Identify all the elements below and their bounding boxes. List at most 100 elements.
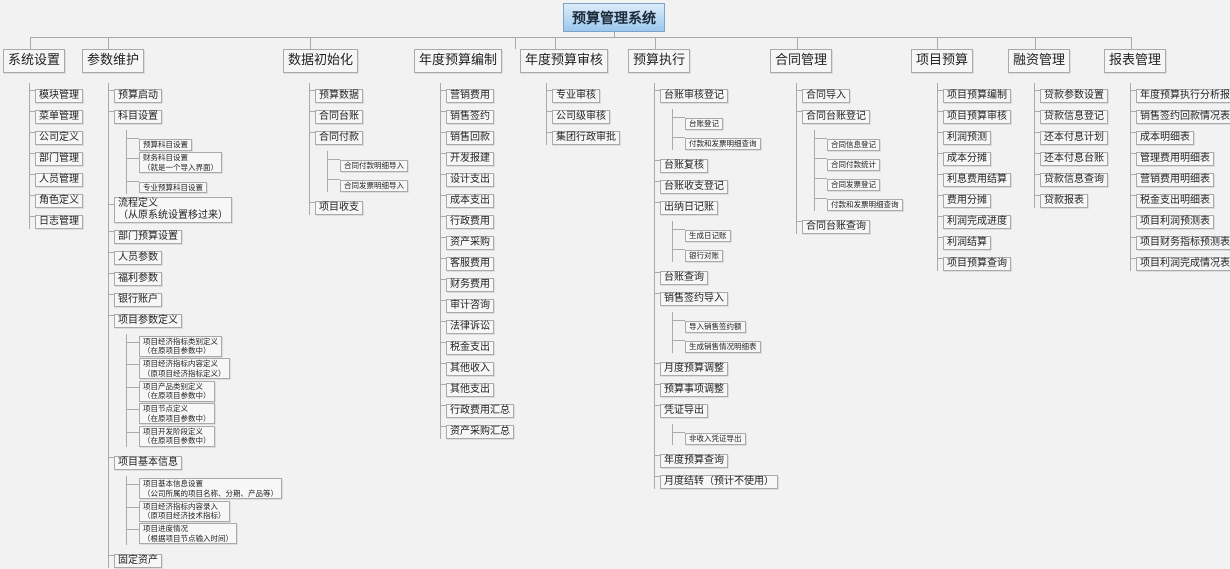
branch-header[interactable]: 系统设置 [3, 49, 66, 73]
topic-node[interactable]: 人员参数 [114, 250, 162, 265]
topic-node[interactable]: 财务费用 [446, 278, 494, 292]
subtopic-node[interactable]: 导入销售签约额 [685, 321, 746, 333]
topic-node[interactable]: 预算数据 [315, 89, 363, 103]
topic-node[interactable]: 贷款参数设置 [1040, 89, 1108, 103]
subtopic-node[interactable]: 银行对账 [685, 250, 723, 262]
topic-node[interactable]: 利润结算 [943, 236, 991, 250]
topic-node[interactable]: 固定资产 [114, 553, 162, 568]
topic-node[interactable]: 台账查询 [660, 271, 708, 285]
topic-node[interactable]: 年度预算执行分析报表 [1136, 89, 1230, 103]
subtopic-node[interactable]: 合同付款统计 [827, 159, 880, 171]
topic-node[interactable]: 月度预算调整 [660, 362, 728, 376]
topic-node[interactable]: 销售签约 [446, 110, 494, 124]
topic-node[interactable]: 营销费用 [446, 89, 494, 103]
topic-node[interactable]: 部门管理 [35, 152, 83, 166]
subtopic-node[interactable]: 生成日记账 [685, 230, 731, 242]
subtopic-node[interactable]: 项目进度情况 （根据项目节点输入时间） [139, 523, 237, 544]
subtopic-node[interactable]: 项目节点定义 （在原项目参数中） [139, 403, 215, 424]
subtopic-node[interactable]: 付款和发票明细查询 [827, 199, 903, 211]
root-topic[interactable]: 预算管理系统 [563, 3, 665, 32]
topic-node[interactable]: 还本付息台账 [1040, 152, 1108, 166]
subtopic-node[interactable]: 项目经济指标内容录入 （原项目经济技术指标） [139, 500, 230, 522]
topic-node[interactable]: 贷款信息查询 [1040, 173, 1108, 187]
topic-node[interactable]: 客服费用 [446, 257, 494, 271]
topic-node[interactable]: 公司定义 [35, 131, 83, 145]
topic-node[interactable]: 其他支出 [446, 383, 494, 397]
topic-node[interactable]: 菜单管理 [35, 110, 83, 124]
topic-node[interactable]: 流程定义 （从原系统设置移过来） [114, 196, 232, 223]
topic-node[interactable]: 台账复核 [660, 159, 708, 173]
subtopic-node[interactable]: 项目产品类别定义 （在原项目参数中） [139, 380, 215, 402]
subtopic-node[interactable]: 付款和发票明细查询 [685, 138, 761, 150]
subtopic-node[interactable]: 项目经济指标类别定义 （在原项目参数中） [139, 335, 222, 357]
topic-node[interactable]: 日志管理 [35, 215, 83, 229]
topic-node[interactable]: 部门预算设置 [114, 229, 182, 244]
topic-node[interactable]: 利息费用结算 [943, 173, 1011, 187]
topic-node[interactable]: 台账收支登记 [660, 180, 728, 194]
topic-node[interactable]: 成本分摊 [943, 152, 991, 166]
topic-node[interactable]: 合同台账登记 [802, 110, 870, 124]
topic-node[interactable]: 项目基本信息 [114, 456, 182, 470]
topic-node[interactable]: 审计咨询 [446, 299, 494, 313]
topic-node[interactable]: 行政费用 [446, 215, 494, 229]
topic-node[interactable]: 项目财务指标预测表 [1136, 236, 1230, 250]
topic-node[interactable]: 行政费用汇总 [446, 404, 514, 418]
topic-node[interactable]: 开发报建 [446, 152, 494, 166]
branch-header[interactable]: 合同管理 [770, 49, 833, 73]
topic-node[interactable]: 利润预测 [943, 131, 991, 145]
topic-node[interactable]: 项目收支 [315, 201, 363, 215]
branch-header[interactable]: 年度预算编制 [414, 49, 503, 73]
subtopic-node[interactable]: 生成销售情况明细表 [685, 341, 761, 353]
topic-node[interactable]: 成本支出 [446, 194, 494, 208]
topic-node[interactable]: 税金支出明细表 [1136, 194, 1214, 208]
subtopic-node[interactable]: 项目开发阶段定义 （在原项目参数中） [139, 425, 215, 447]
topic-node[interactable]: 合同付款 [315, 131, 363, 145]
topic-node[interactable]: 贷款报表 [1040, 194, 1088, 208]
subtopic-node[interactable]: 预算科目设置 [139, 139, 192, 151]
topic-node[interactable]: 项目利润预测表 [1136, 215, 1214, 229]
branch-header[interactable]: 融资管理 [1008, 49, 1071, 73]
subtopic-node[interactable]: 台账登记 [685, 118, 723, 130]
topic-node[interactable]: 台账审核登记 [660, 89, 728, 103]
topic-node[interactable]: 凭证导出 [660, 404, 708, 418]
topic-node[interactable]: 法律诉讼 [446, 320, 494, 334]
topic-node[interactable]: 科目设置 [114, 110, 162, 124]
topic-node[interactable]: 销售签约导入 [660, 292, 728, 306]
topic-node[interactable]: 销售回款 [446, 131, 494, 145]
subtopic-node[interactable]: 合同付款明细导入 [340, 160, 408, 172]
topic-node[interactable]: 集团行政审批 [552, 131, 620, 145]
topic-node[interactable]: 公司级审核 [552, 110, 610, 124]
topic-node[interactable]: 设计支出 [446, 173, 494, 187]
subtopic-node[interactable]: 财务科目设置 （就是一个导入界面） [139, 152, 222, 173]
branch-header[interactable]: 年度预算审核 [520, 49, 609, 73]
branch-header[interactable]: 参数维护 [82, 49, 145, 73]
topic-node[interactable]: 成本明细表 [1136, 131, 1194, 145]
topic-node[interactable]: 合同台账查询 [802, 220, 870, 234]
topic-node[interactable]: 项目预算查询 [943, 257, 1011, 271]
subtopic-node[interactable]: 非收入凭证导出 [685, 433, 746, 445]
topic-node[interactable]: 模块管理 [35, 89, 83, 103]
topic-node[interactable]: 合同导入 [802, 89, 850, 103]
topic-node[interactable]: 管理费用明细表 [1136, 152, 1214, 166]
topic-node[interactable]: 银行账户 [114, 292, 162, 307]
topic-node[interactable]: 预算启动 [114, 89, 162, 103]
topic-node[interactable]: 合同台账 [315, 110, 363, 124]
topic-node[interactable]: 项目预算编制 [943, 89, 1011, 103]
topic-node[interactable]: 人员管理 [35, 173, 83, 187]
subtopic-node[interactable]: 合同发票明细导入 [340, 180, 408, 192]
subtopic-node[interactable]: 项目经济指标内容定义 （原项目经济指标定义） [139, 358, 230, 379]
branch-header[interactable]: 预算执行 [628, 49, 691, 73]
branch-header[interactable]: 项目预算 [911, 49, 974, 73]
topic-node[interactable]: 税金支出 [446, 341, 494, 355]
topic-node[interactable]: 福利参数 [114, 271, 162, 286]
topic-node[interactable]: 项目预算审核 [943, 110, 1011, 124]
topic-node[interactable]: 费用分摊 [943, 194, 991, 208]
subtopic-node[interactable]: 合同信息登记 [827, 139, 880, 151]
topic-node[interactable]: 专业审核 [552, 89, 600, 103]
topic-node[interactable]: 利润完成进度 [943, 215, 1011, 229]
topic-node[interactable]: 月度结转（预计不使用） [660, 475, 778, 489]
topic-node[interactable]: 贷款信息登记 [1040, 110, 1108, 124]
subtopic-node[interactable]: 合同发票登记 [827, 179, 880, 191]
topic-node[interactable]: 营销费用明细表 [1136, 173, 1214, 187]
topic-node[interactable]: 项目参数定义 [114, 313, 182, 328]
